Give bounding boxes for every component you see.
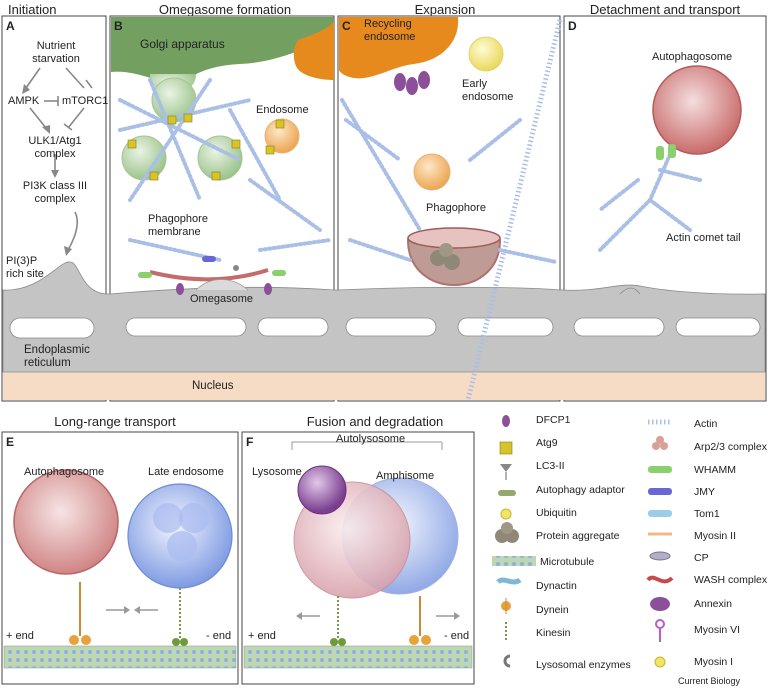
legend-myosin-vi: Myosin VI	[694, 624, 741, 636]
label-lysosome: Lysosome	[252, 466, 302, 478]
label-nucleus: Nucleus	[192, 380, 234, 392]
label-minus-end-e: - end	[206, 630, 232, 642]
panel-letter-c: C	[342, 19, 351, 33]
label-plus-end-e: + end	[6, 630, 34, 642]
legend-icons-left	[492, 415, 536, 668]
label-early-endosome: Early endosome	[462, 78, 514, 103]
legend-jmy: JMY	[694, 486, 715, 498]
label-late-endosome: Late endosome	[148, 466, 224, 478]
legend-lc3: LC3-II	[536, 460, 565, 472]
legend-cp: CP	[694, 552, 709, 564]
legend-lysosomal-enzymes: Lysosomal enzymes	[536, 659, 631, 671]
label-mtorc1: mTORC1	[62, 95, 109, 107]
legend-dynactin: Dynactin	[536, 580, 577, 592]
label-endosome: Endosome	[256, 104, 309, 116]
label-ulk1: ULK1/Atg1 complex	[28, 135, 82, 160]
legend-kinesin: Kinesin	[536, 627, 571, 639]
label-minus-end-f: - end	[444, 630, 470, 642]
header-initiation: Initiation	[8, 2, 57, 17]
label-actin-comet-tail: Actin comet tail	[666, 232, 741, 244]
header-fusion: Fusion and degradation	[306, 414, 444, 429]
legend-icons-right	[646, 419, 674, 668]
label-amphisome: Amphisome	[376, 470, 435, 482]
legend-dynein: Dynein	[536, 604, 569, 616]
label-recycling-endosome: Recycling endosome	[364, 18, 416, 43]
credit: Current Biology	[678, 676, 741, 686]
legend-whamm: WHAMM	[694, 464, 736, 476]
label-pi3p-site: PI(3)P rich site	[6, 255, 44, 280]
label-nutrient-starvation: Nutrient starvation	[32, 40, 80, 65]
legend-wash: WASH complex	[694, 574, 768, 586]
label-phagophore-membrane: Phagophore membrane	[148, 213, 208, 238]
legend-dfcp1: DFCP1	[536, 414, 571, 426]
label-pi3k: PI3K class III complex	[22, 180, 88, 205]
label-autolysosome: Autolysosome	[336, 433, 406, 445]
legend-arp23: Arp2/3 complex	[694, 441, 767, 453]
legend-ubiquitin: Ubiquitin	[536, 507, 577, 519]
legend-myosin-i: Myosin I	[694, 656, 734, 668]
legend-tom1: Tom1	[694, 508, 720, 520]
legend-atg9: Atg9	[536, 437, 558, 449]
label-er: Endoplasmic reticulum	[24, 344, 90, 370]
header-omegasome-formation: Omegasome formation	[158, 2, 292, 17]
panel-letter-e: E	[6, 435, 15, 449]
legend-myosin-ii: Myosin II	[694, 530, 737, 542]
header-long-range: Long-range transport	[54, 414, 176, 429]
label-ampk: AMPK	[8, 95, 40, 107]
legend-annexin: Annexin	[694, 598, 732, 610]
legend-aggregate: Protein aggregate	[536, 530, 620, 542]
legend-microtubule: Microtubule	[540, 556, 595, 568]
label-plus-end-f: + end	[248, 630, 276, 642]
header-expansion: Expansion	[414, 2, 476, 17]
label-omegasome: Omegasome	[190, 293, 253, 305]
bottom-panels-drawing	[1, 415, 674, 685]
panel-letter-d: D	[568, 19, 577, 33]
label-autophagosome-e: Autophagosome	[24, 466, 105, 478]
legend-actin: Actin	[694, 418, 718, 430]
panel-letter-b: B	[114, 19, 123, 33]
header-detachment: Detachment and transport	[589, 2, 741, 17]
panel-letter-a: A	[6, 19, 15, 33]
legend-adaptor: Autophagy adaptor	[536, 484, 625, 496]
top-panels-drawing	[1, 15, 767, 402]
label-golgi: Golgi apparatus	[140, 37, 225, 51]
panel-letter-f: F	[246, 435, 254, 449]
label-phagophore: Phagophore	[426, 202, 486, 214]
label-autophagosome-d: Autophagosome	[652, 51, 733, 63]
